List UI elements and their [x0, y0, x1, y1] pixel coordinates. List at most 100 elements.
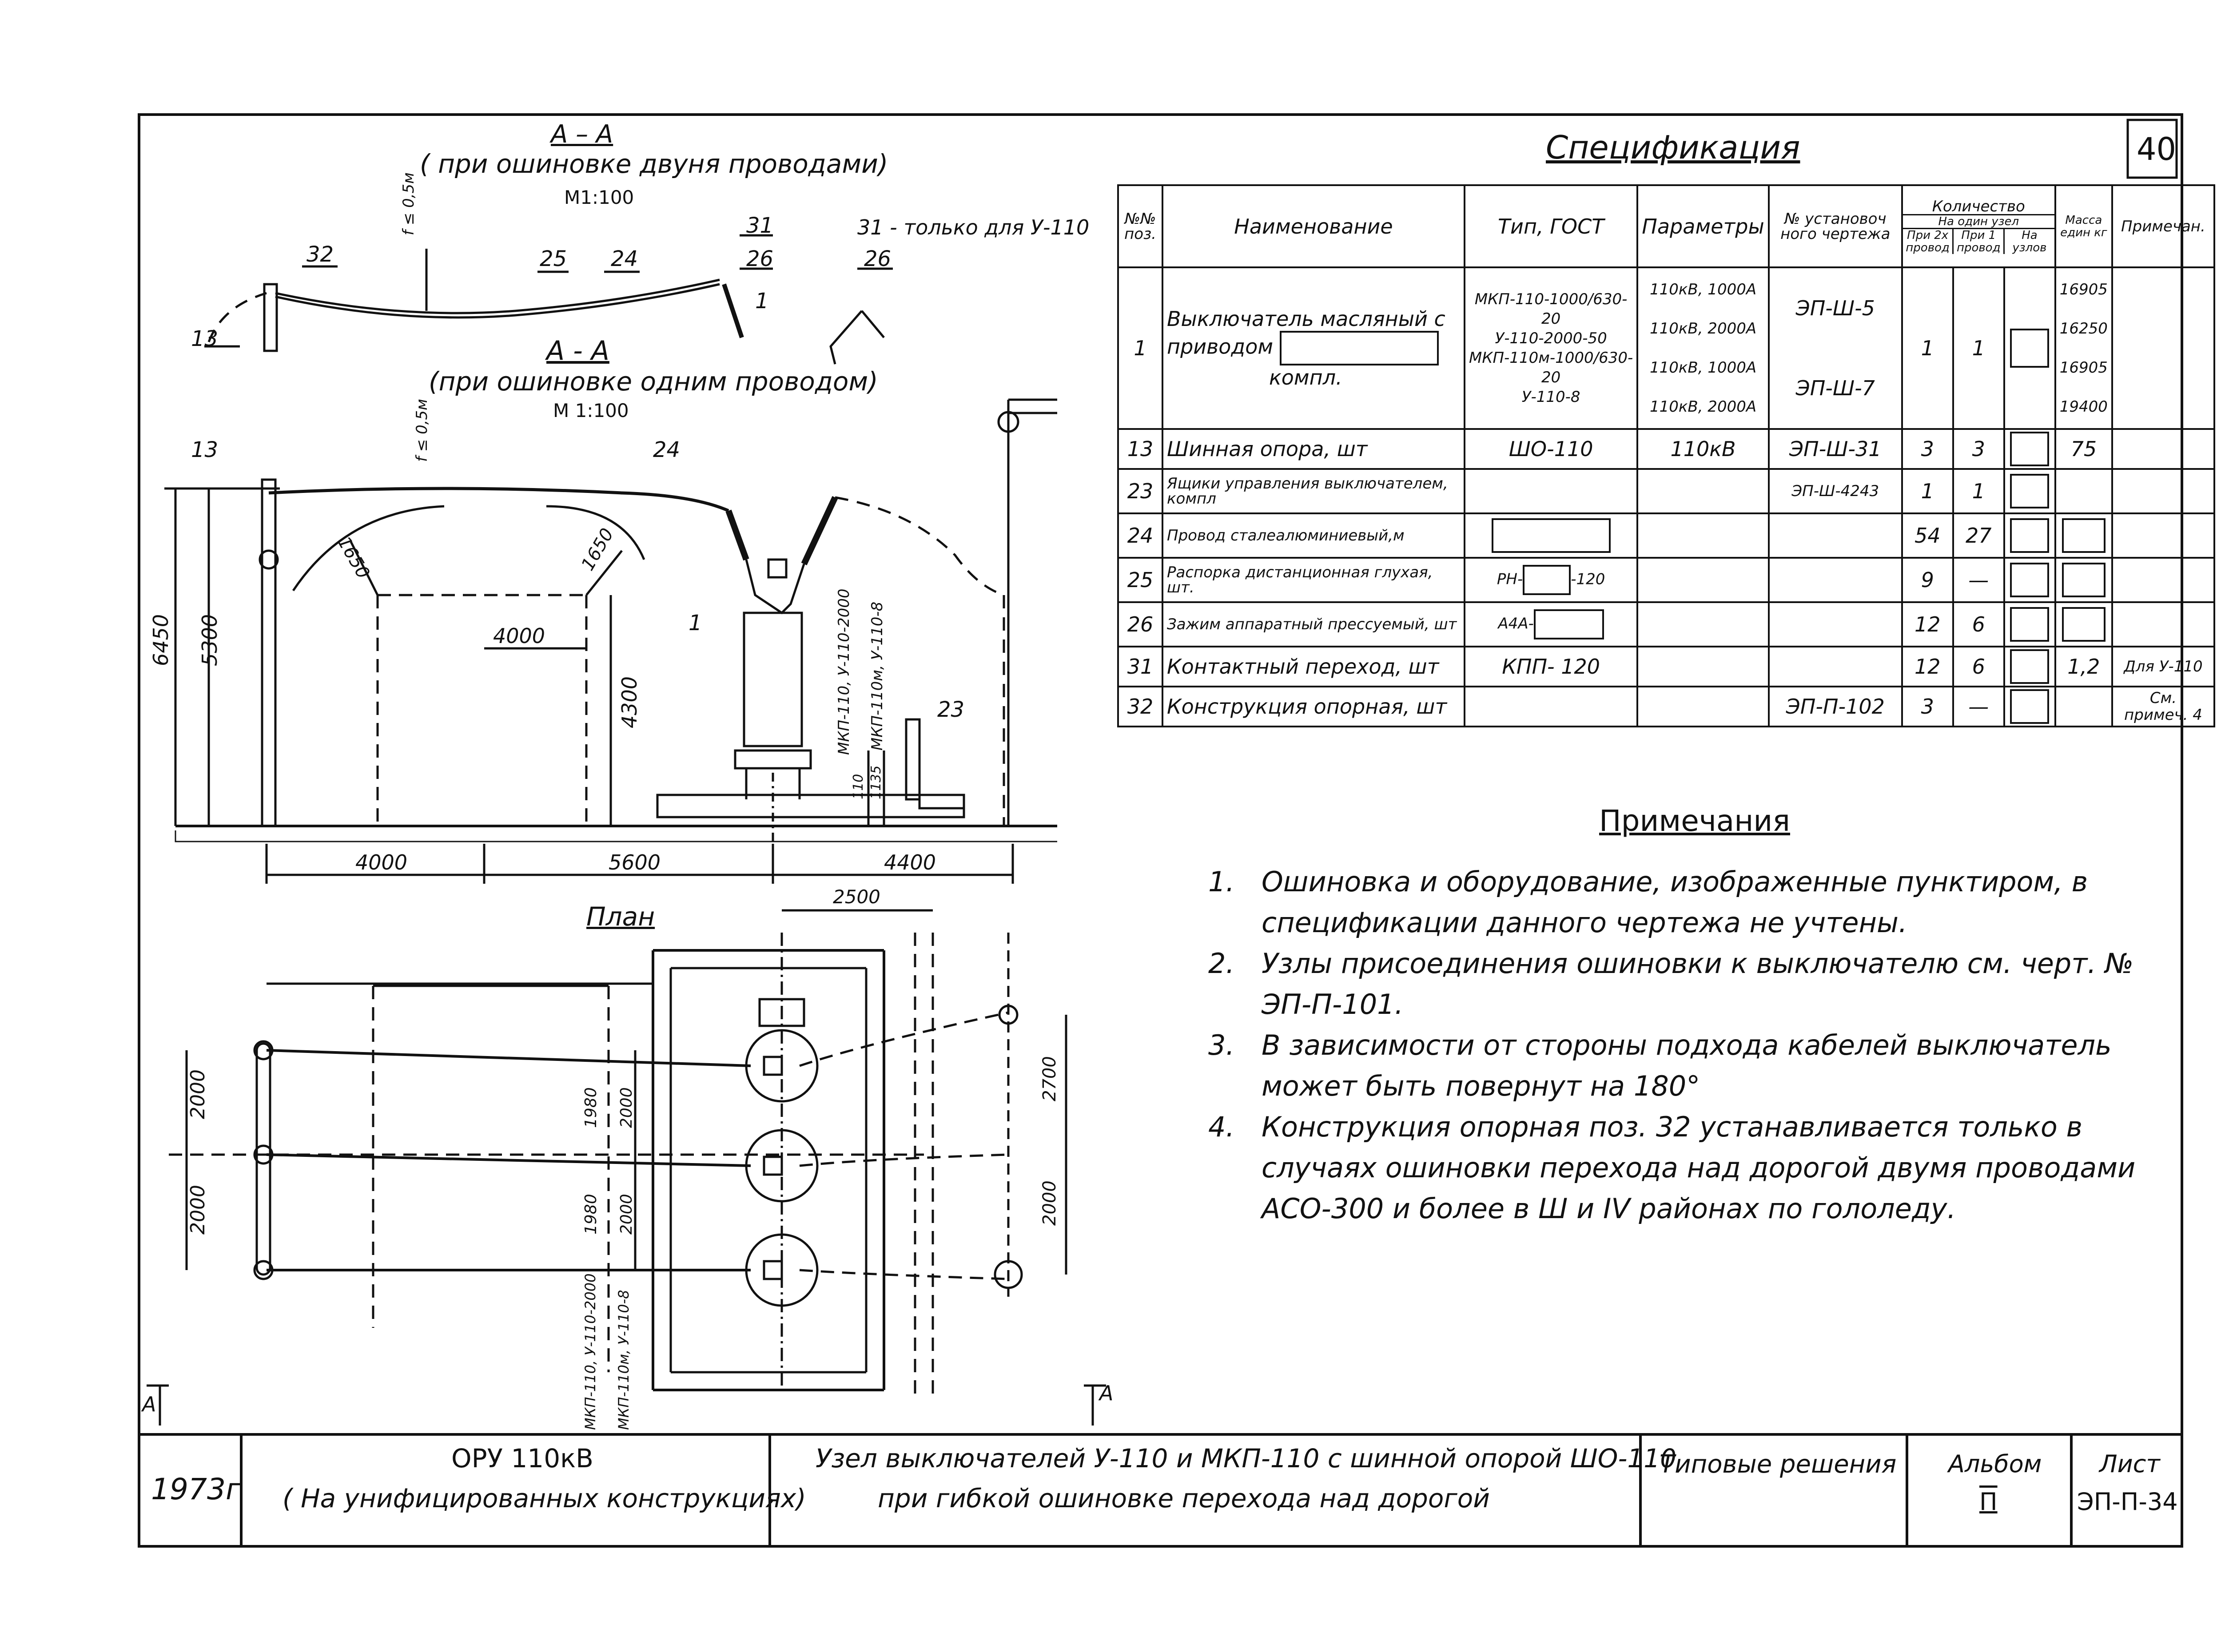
blank-box: [1279, 331, 1439, 365]
section-marker-left: А: [142, 1392, 156, 1416]
breaker-plan-poles: [745, 998, 819, 1307]
plan-type-label-1: МКП-110, У-110-2000: [582, 1273, 599, 1430]
dim-2000-plan-c: 2000: [617, 1087, 636, 1128]
breaker-type-label-2: МКП-110м, У-110-8: [868, 601, 886, 751]
section-marker-right: А: [1099, 1381, 1114, 1405]
spec-h-params: Параметры: [1636, 184, 1770, 268]
tb-sheet-label: Лист: [2099, 1450, 2160, 1478]
bus-support-top: [263, 283, 278, 352]
wire-24: [268, 487, 729, 512]
spec-title: Спецификация: [1546, 129, 1800, 166]
tb-description-cell: Узел выключателей У-110 и МКП-110 с шинн…: [768, 1434, 1676, 1545]
bus-support-plan: [255, 1042, 271, 1276]
dim-5600: 5600: [609, 850, 661, 874]
dim-1980-a: 1980: [582, 1087, 600, 1128]
spec-h-qty-1w: При 1 провод: [1954, 229, 2005, 254]
dim-2700: 2700: [1039, 1056, 1060, 1101]
dim-6450: 6450: [149, 614, 173, 666]
note-item: 4.Конструкция опорная поз. 32 устанавлив…: [1208, 1111, 2136, 1225]
tb-description-1: Узел выключателей У-110 и МКП-110 с шинн…: [816, 1443, 1677, 1473]
dim-5300: 5300: [198, 614, 222, 666]
callout-13-top: 13: [191, 326, 219, 351]
contact-transition-top: [722, 283, 744, 338]
tb-object-sub: ( На унифицированных конструкциях): [283, 1483, 806, 1513]
plan-title: План: [586, 901, 655, 932]
tb-album-label: Альбом: [1948, 1450, 2042, 1478]
callout-24b: 24: [653, 437, 681, 462]
spec-row-23: 23 Ящики управления выключателем, компл …: [1117, 468, 2215, 514]
dim-4400: 4400: [884, 850, 936, 874]
spec-row-1: 1 Выключатель масляный с приводом компл.…: [1117, 266, 2215, 430]
spec-h-note: Примечан.: [2111, 184, 2215, 268]
tb-object-cell: ОРУ 110кВ ( На унифицированных конструкц…: [240, 1434, 806, 1545]
dim-2000-plan-a: 2000: [187, 1069, 209, 1119]
spec-table: №№ поз. Наименование Тип, ГОСТ Параметры…: [1117, 184, 2215, 727]
callout-25: 25: [540, 246, 567, 271]
dim-110: 110: [851, 774, 866, 799]
callout-1-top: 1: [755, 289, 769, 314]
dim-4300: 4300: [617, 676, 641, 728]
detail-31: [829, 310, 863, 365]
spec-row-25: 25 Распорка дистанционная глухая, шт. РН…: [1117, 557, 2215, 603]
callout-26: 26: [746, 246, 774, 271]
tb-album-cell: Альбом П: [1906, 1434, 2070, 1545]
tb-description-2: при гибкой ошиновке перехода над дорогой: [878, 1483, 1490, 1513]
callout-26b: 26: [864, 246, 892, 271]
control-box-23: [905, 718, 921, 801]
tb-sheet-value: ЭП-П-34: [2077, 1488, 2178, 1516]
spec-h-mass: Масса един кг: [2054, 184, 2113, 268]
notes-list: 1.Ошиновка и оборудование, изображенные …: [1208, 862, 2177, 1229]
breaker-type-label-1: МКП-110, У-110-2000: [835, 588, 853, 755]
tb-year: 1973г: [151, 1472, 241, 1506]
spec-h-qty-unit: На один узел: [1903, 215, 2054, 229]
section-aa-2-subtitle: (при ошиновке одним проводом): [429, 366, 878, 397]
wire-dashed-left-top: [207, 292, 267, 342]
spec-h-type: Тип, ГОСТ: [1463, 184, 1639, 268]
spec-row-24: 24 Провод сталеалюминиевый,м 54 27: [1117, 512, 2215, 559]
spec-h-pos: №№ поз.: [1117, 184, 1163, 268]
callout-24: 24: [611, 246, 638, 271]
spec-h-qty: Количество: [1903, 199, 2054, 215]
callout-31-note: 31 - только для У-110: [857, 215, 1090, 239]
tb-year-cell: 1973г: [138, 1434, 241, 1545]
wire-upper-top: [275, 278, 720, 314]
section-aa-2-scale: М 1:100: [553, 400, 629, 421]
tb-album-value: П: [1979, 1488, 1998, 1516]
note-item: 2.Узлы присоединения ошиновки к выключат…: [1208, 947, 2134, 1021]
callout-32: 32: [306, 242, 334, 267]
section-aa-2-title: А - А: [546, 335, 609, 366]
tb-series: Типовые решения: [1660, 1450, 1897, 1479]
dim-2000-plan-d: 2000: [617, 1194, 636, 1235]
dim-1980-b: 1980: [582, 1194, 600, 1235]
sag-label-2: f ≤ 0,5м: [413, 399, 431, 462]
section-aa-top-title: А – А: [551, 120, 613, 149]
wire-lower-top: [275, 283, 720, 319]
arc-1650-left: [292, 505, 445, 592]
dim-1135: 1135: [868, 765, 884, 799]
dim-2000-plan-e: 2000: [1039, 1180, 1060, 1226]
spec-row-13: 13 Шинная опора, шт ШО-110 110кВ ЭП-Ш-31…: [1117, 428, 2215, 470]
arc-1650-right: [546, 505, 645, 560]
dim-4000-inner: 4000: [493, 624, 545, 648]
callout-31: 31: [746, 213, 774, 238]
tb-sheet-cell: Лист ЭП-П-34: [2070, 1434, 2183, 1545]
notes-title: Примечания: [1599, 804, 1790, 838]
dim-2500: 2500: [833, 886, 880, 908]
sheet-number: 40: [2137, 131, 2177, 167]
spec-h-name: Наименование: [1162, 184, 1465, 268]
breaker-tank: [743, 612, 803, 747]
bus-support-13: [261, 478, 277, 827]
phase-line-b: [266, 1153, 751, 1167]
section-aa-top-subtitle: ( при ошиновке двуня проводами): [420, 149, 888, 179]
note-item: 1.Ошиновка и оборудование, изображенные …: [1208, 866, 2088, 939]
spec-row-26: 26 Зажим аппаратный прессуемый, шт А4А- …: [1117, 601, 2215, 647]
note-item: 3.В зависимости от стороны подхода кабел…: [1208, 1029, 2112, 1102]
spec-header-row: №№ поз. Наименование Тип, ГОСТ Параметры…: [1117, 184, 2215, 268]
spec-h-qty-n: На: [2022, 228, 2038, 242]
tb-object: ОРУ 110кВ: [451, 1443, 593, 1473]
breaker-head: [745, 559, 805, 615]
spec-h-qty-2w: При 2х провод: [1904, 229, 1954, 254]
sag-label-top: f ≤ 0,5м: [400, 172, 418, 235]
callout-23: 23: [937, 697, 965, 722]
